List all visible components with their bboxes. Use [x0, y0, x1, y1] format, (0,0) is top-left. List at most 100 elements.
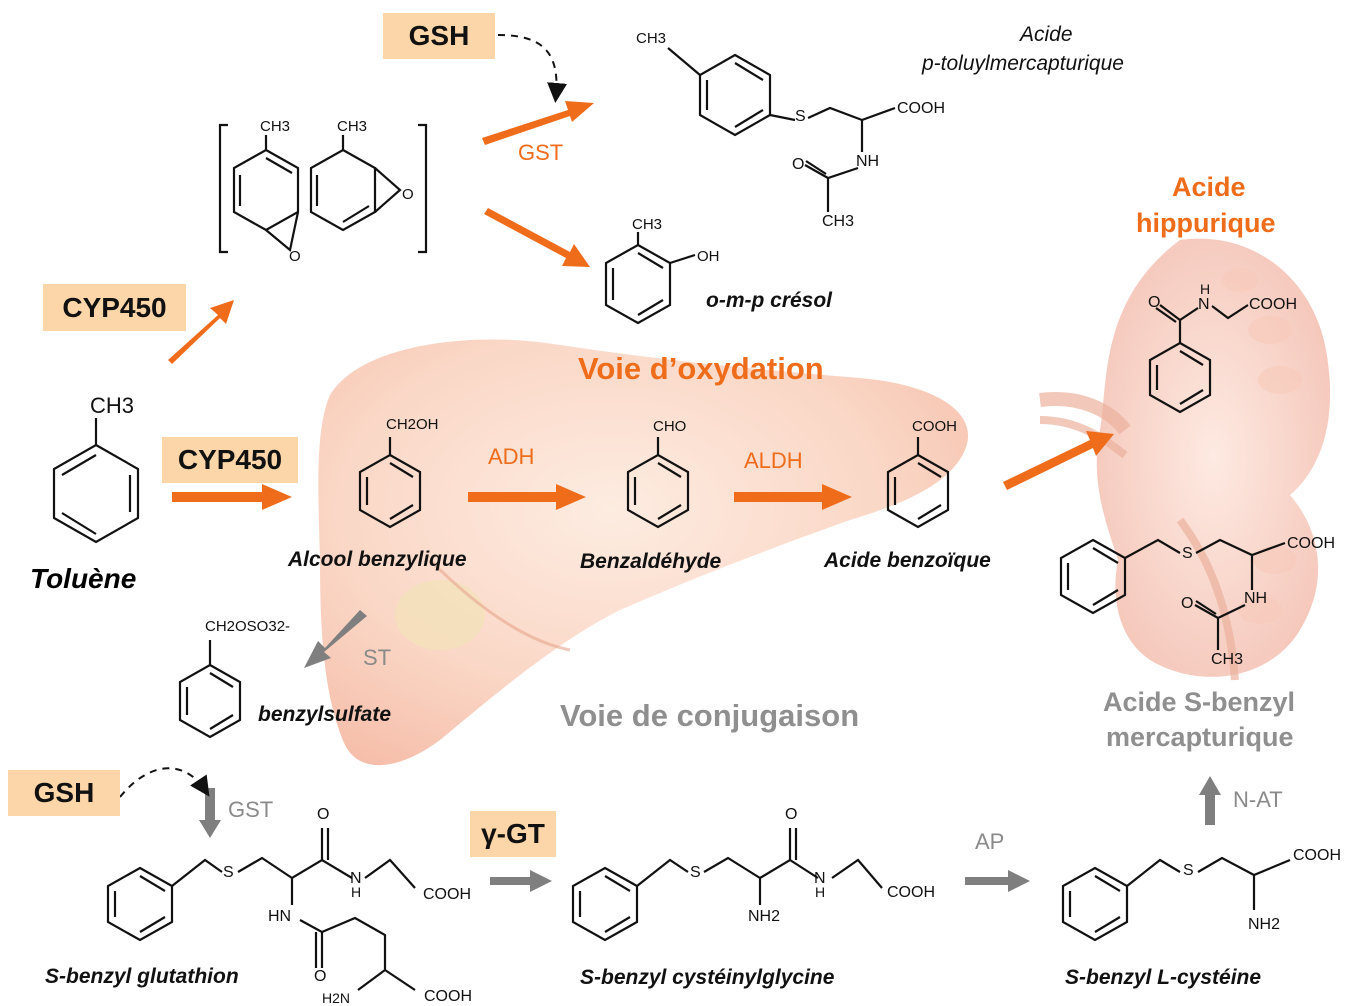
arrow-toluene-epoxide [168, 300, 234, 364]
atom-ch3: CH3 [260, 118, 291, 135]
arrow-nat-up [1199, 776, 1221, 825]
kidney-illustration [1039, 238, 1331, 681]
atom-cooh: COOH [887, 884, 935, 901]
atom-ch2oh: CH2OH [386, 416, 439, 433]
gsh-box-bottom: GSH [8, 770, 120, 816]
benzaldehyde-name: Benzaldéhyde [580, 550, 722, 573]
atom-s: S [795, 108, 806, 125]
atom-ch3: CH3 [90, 393, 135, 418]
arrow-toluene-alcohol [172, 484, 292, 510]
atom-o: O [1181, 595, 1194, 612]
gsh-label: GSH [33, 777, 95, 808]
ggt-box: γ-GT [470, 811, 556, 857]
ptoluyl-mercapturic-name-line1: Acide [1020, 23, 1073, 46]
atom-h: H [815, 884, 826, 900]
atom-oh: OH [697, 248, 720, 265]
enzyme-ap: AP [975, 829, 1005, 854]
benzylsulfate-structure [178, 640, 242, 739]
cyp450-box-main: CYP450 [162, 437, 298, 483]
atom-cooh: COOH [424, 988, 472, 1005]
sbenzyl-mercapturic-name-line1: Acide S-benzyl [1103, 687, 1296, 717]
atom-ch3: CH3 [1211, 651, 1244, 668]
epoxide-2-structure [309, 135, 402, 232]
conjugation-pathway-title: Voie de conjugaison [560, 698, 860, 733]
sbenzyl-glutathion-structure [106, 828, 416, 991]
enzyme-nat: N-AT [1233, 787, 1283, 812]
atom-s: S [690, 864, 701, 881]
atom-n: N [1198, 296, 1210, 313]
epoxide-1-structure [232, 135, 300, 253]
enzyme-gst-top: GST [518, 140, 564, 165]
atom-cooh: COOH [897, 100, 945, 117]
dashed-arrow-gsh-bottom [119, 767, 210, 798]
arrow-gst-down [199, 788, 221, 838]
atom-n: N [814, 870, 826, 887]
liver-illustration [318, 339, 969, 766]
atom-o: O [314, 968, 327, 985]
gsh-box-top: GSH [383, 13, 495, 59]
atom-cho: CHO [653, 418, 687, 435]
sbenzyl-cysteinylglycine-structure [571, 828, 883, 942]
atom-cooh: COOH [1249, 296, 1297, 313]
atom-nh2: NH2 [748, 908, 781, 925]
gsh-label: GSH [408, 20, 470, 51]
hippuric-acid-name-line1: Acide [1172, 172, 1246, 202]
arrow-alcohol-aldehyde [468, 484, 586, 510]
atom-o: O [792, 156, 805, 173]
atom-ch2oso3: CH2OSO32- [205, 618, 291, 635]
benzoic-acid-name: Acide benzoïque [824, 549, 991, 572]
sbenzyl-mercapturic-name-line2: mercapturique [1106, 722, 1294, 752]
arrow-ap [965, 870, 1030, 892]
oxidation-pathway-title: Voie d’oxydation [578, 351, 824, 386]
chemical-structures [52, 47, 1291, 991]
benzyl-alcohol-structure [358, 437, 422, 529]
atom-o: O [785, 806, 798, 823]
enzyme-adh: ADH [488, 444, 535, 469]
cresol-structure [604, 232, 696, 325]
benzyl-alcohol-name: Alcool benzylique [288, 548, 467, 571]
cyp450-label: CYP450 [177, 444, 283, 475]
atom-cooh: COOH [1293, 847, 1341, 864]
atom-o: O [317, 806, 330, 823]
benzoic-acid-structure [886, 437, 950, 529]
sbenzyl-mercapturic-structure [1059, 538, 1286, 650]
atom-h: H [351, 884, 362, 900]
atom-ch3: CH3 [632, 216, 663, 233]
toluene-name: Toluène [30, 563, 137, 594]
arrow-aldehyde-acid [734, 484, 852, 510]
cyp450-label: CYP450 [62, 291, 167, 323]
sbenzyl-lcysteine-structure [1061, 856, 1291, 942]
arrow-alcohol-sulfate [304, 610, 367, 668]
enzyme-gst-bottom: GST [228, 797, 274, 822]
atom-cooh: COOH [912, 418, 957, 435]
atom-o: O [1148, 294, 1161, 311]
enzyme-aldh: ALDH [744, 448, 803, 473]
atom-ch3: CH3 [337, 118, 368, 135]
atom-o: O [289, 248, 301, 265]
cyp450-box-top: CYP450 [43, 284, 186, 331]
atom-s: S [1182, 545, 1193, 562]
hippuric-acid-name-line2: hippurique [1136, 208, 1276, 238]
sbenzyl-cysteinylglycine-name: S-benzyl cystéinylglycine [580, 966, 835, 989]
atom-ch3: CH3 [822, 213, 855, 230]
sbenzyl-glutathion-name: S-benzyl glutathion [45, 965, 239, 988]
atom-cooh: COOH [1287, 535, 1335, 552]
oxidation-arrows [168, 101, 1114, 510]
atom-hn: HN [268, 908, 292, 925]
atom-h2n: H2N [322, 990, 351, 1006]
atom-nh2: NH2 [1248, 916, 1281, 933]
ptoluyl-mercapturic-name-line2: p-toluylmercapturique [922, 52, 1124, 75]
arrow-epoxide-cresol [484, 208, 590, 267]
atom-s: S [1183, 862, 1194, 879]
ggt-label: γ-GT [481, 818, 545, 849]
cresol-name: o-m-p crésol [706, 289, 833, 312]
atom-h: H [1200, 281, 1211, 297]
arrow-ggt [490, 870, 552, 892]
hippuric-acid-structure [1148, 304, 1249, 414]
ptoluyl-mercapturic-structure [667, 47, 896, 212]
atom-s: S [223, 864, 234, 881]
atom-n: N [350, 870, 362, 887]
toluene-structure [52, 418, 140, 544]
atom-nh: NH [1244, 590, 1268, 607]
